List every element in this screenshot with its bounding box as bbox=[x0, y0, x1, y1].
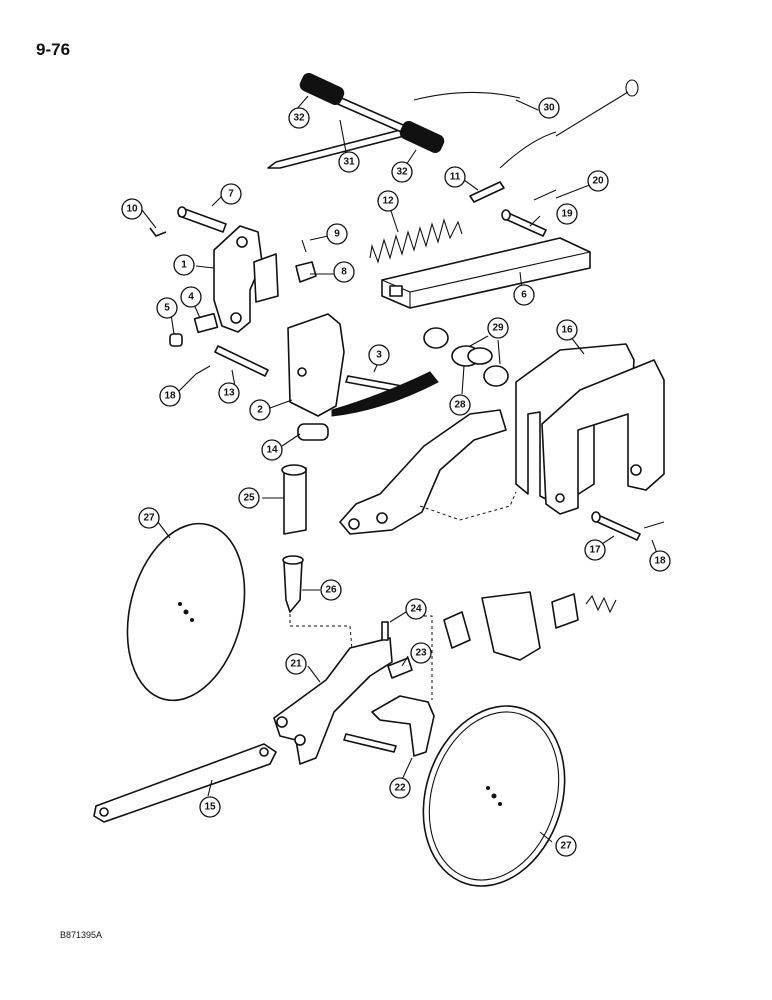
opener-arm bbox=[339, 409, 517, 535]
retaining-pin-30 bbox=[499, 79, 639, 169]
svg-text:2: 2 bbox=[257, 405, 263, 416]
mounting-plate-2 bbox=[195, 313, 439, 441]
callout-5: 5 bbox=[156, 297, 178, 319]
svg-text:9: 9 bbox=[334, 229, 340, 240]
scraper-parts bbox=[343, 615, 435, 757]
callout-3: 3 bbox=[368, 344, 390, 366]
svg-text:18: 18 bbox=[654, 556, 666, 567]
callout-6: 6 bbox=[513, 284, 535, 306]
callout-2: 2 bbox=[249, 399, 271, 421]
pin-17 bbox=[591, 511, 665, 541]
svg-text:4: 4 bbox=[188, 292, 194, 303]
callout-26: 26 bbox=[320, 579, 342, 601]
handle-assembly bbox=[267, 73, 521, 169]
svg-text:32: 32 bbox=[396, 167, 408, 178]
callout-17: 17 bbox=[584, 539, 606, 561]
callout-20: 20 bbox=[587, 170, 609, 192]
arm-tube-6 bbox=[381, 237, 591, 309]
svg-text:10: 10 bbox=[126, 204, 138, 215]
pin-19 bbox=[501, 189, 557, 237]
svg-text:31: 31 bbox=[343, 157, 355, 168]
svg-text:14: 14 bbox=[266, 445, 278, 456]
svg-text:1: 1 bbox=[181, 260, 187, 271]
svg-text:27: 27 bbox=[560, 841, 572, 852]
svg-text:30: 30 bbox=[543, 103, 555, 114]
mounting-bracket-1 bbox=[149, 206, 317, 347]
callout-12: 12 bbox=[377, 190, 399, 212]
callout-27-left: 27 bbox=[138, 507, 160, 529]
callout-16: 16 bbox=[556, 319, 578, 341]
scraper-assembly bbox=[443, 591, 617, 661]
gauge-arm-21 bbox=[273, 637, 393, 765]
callout-24: 24 bbox=[405, 598, 427, 620]
svg-text:26: 26 bbox=[325, 585, 337, 596]
callout-15: 15 bbox=[199, 796, 221, 818]
callout-9: 9 bbox=[326, 223, 348, 245]
callout-1: 1 bbox=[173, 254, 195, 276]
callout-25: 25 bbox=[238, 487, 260, 509]
svg-text:23: 23 bbox=[415, 648, 427, 659]
svg-text:15: 15 bbox=[204, 802, 216, 813]
callout-30: 30 bbox=[538, 97, 560, 119]
callout-29: 29 bbox=[487, 317, 509, 339]
svg-text:16: 16 bbox=[561, 325, 573, 336]
svg-text:20: 20 bbox=[592, 176, 604, 187]
seed-tube-26 bbox=[282, 555, 353, 651]
svg-text:8: 8 bbox=[341, 267, 347, 278]
svg-text:32: 32 bbox=[293, 113, 305, 124]
callout-31: 31 bbox=[338, 151, 360, 173]
link-15 bbox=[93, 743, 277, 823]
callout-8: 8 bbox=[333, 261, 355, 283]
svg-text:13: 13 bbox=[223, 388, 235, 399]
svg-text:25: 25 bbox=[243, 493, 255, 504]
callout-23: 23 bbox=[410, 642, 432, 664]
svg-text:12: 12 bbox=[382, 196, 394, 207]
svg-text:11: 11 bbox=[450, 172, 461, 183]
svg-text:24: 24 bbox=[410, 604, 422, 615]
svg-text:29: 29 bbox=[492, 323, 504, 334]
page-number: 9-76 bbox=[36, 40, 71, 59]
callout-13: 13 bbox=[218, 382, 240, 404]
svg-text:28: 28 bbox=[454, 400, 466, 411]
callout-14: 14 bbox=[261, 439, 283, 461]
callout-21: 21 bbox=[285, 653, 307, 675]
callout-11: 11 bbox=[444, 166, 466, 188]
frame-16 bbox=[515, 343, 665, 515]
callout-22: 22 bbox=[389, 777, 411, 799]
svg-text:22: 22 bbox=[394, 783, 406, 794]
svg-text:6: 6 bbox=[521, 290, 527, 301]
svg-text:21: 21 bbox=[290, 659, 302, 670]
disc-blade-27-left bbox=[126, 522, 246, 702]
svg-text:5: 5 bbox=[164, 303, 170, 314]
svg-text:18: 18 bbox=[164, 391, 176, 402]
callout-28: 28 bbox=[449, 394, 471, 416]
callout-27-right: 27 bbox=[555, 835, 577, 857]
callout-7: 7 bbox=[220, 183, 242, 205]
callout-18-right: 18 bbox=[649, 550, 671, 572]
svg-text:17: 17 bbox=[589, 545, 601, 556]
callout-32-lower: 32 bbox=[391, 161, 413, 183]
spring-12 bbox=[369, 218, 463, 264]
callout-19: 19 bbox=[556, 203, 578, 225]
callout-10: 10 bbox=[121, 198, 143, 220]
seed-tube-25 bbox=[281, 464, 307, 535]
callout-18-left: 18 bbox=[159, 385, 181, 407]
callout-4: 4 bbox=[180, 286, 202, 308]
clevis-pin-11 bbox=[469, 181, 505, 203]
svg-text:27: 27 bbox=[143, 513, 155, 524]
svg-text:19: 19 bbox=[561, 209, 573, 220]
drawing-code: B871395A bbox=[60, 930, 103, 940]
disc-blade-27-right bbox=[422, 705, 566, 887]
svg-text:7: 7 bbox=[228, 189, 234, 200]
bushings-28-29 bbox=[423, 327, 509, 387]
svg-text:3: 3 bbox=[376, 350, 382, 361]
callout-32-upper: 32 bbox=[288, 107, 310, 129]
